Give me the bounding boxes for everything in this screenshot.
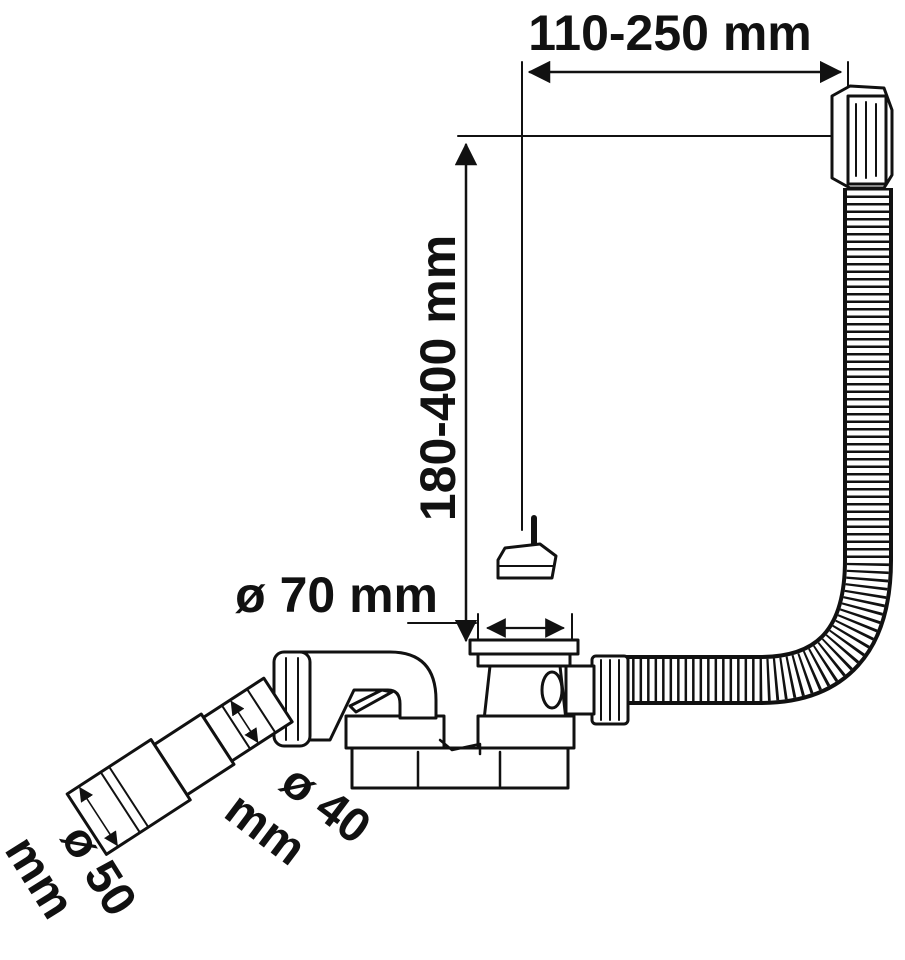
trap-bridge [438, 738, 482, 756]
elbow-fin [348, 688, 394, 714]
drain-flange [468, 638, 580, 656]
label-overflow-reach: 110-250 mm [528, 5, 812, 61]
drain-plug [496, 515, 558, 580]
hose-corrugation [620, 188, 889, 701]
outlet-pipe-ring [108, 765, 150, 829]
dimension-overflow-reach: 110-250 mm [521, 5, 849, 531]
coupling-stub [564, 664, 596, 716]
elbow-nut [272, 650, 312, 748]
hose-body [620, 188, 889, 701]
dimension-overflow-height: 180-400 mm [410, 135, 836, 643]
plug-cap [496, 542, 558, 580]
overflow-head [830, 84, 894, 190]
dimension-drain-diameter: ø 70 mm [235, 567, 573, 641]
outlet-pipe-ring [246, 688, 277, 734]
trap-left-collar [344, 714, 446, 750]
outlet-pipe [65, 676, 294, 856]
label-overflow-height: 180-400 mm [410, 235, 466, 521]
dimension-arrow-outlet-50 [79, 786, 118, 847]
trap-lower-body [350, 746, 570, 790]
dimension-arrow-outlet-40 [230, 700, 259, 744]
drain-body [468, 638, 580, 722]
label-drain-diameter: ø 70 mm [235, 567, 438, 623]
flexible-overflow-hose [620, 188, 893, 705]
hose-coupling-nut [564, 654, 630, 726]
trap-right-collar [476, 714, 576, 750]
drain-side-port [540, 670, 564, 710]
drain-ring [476, 652, 572, 668]
outlet-pipe-ring [99, 771, 141, 834]
trap-body [344, 714, 576, 790]
hose-outline [620, 188, 893, 705]
